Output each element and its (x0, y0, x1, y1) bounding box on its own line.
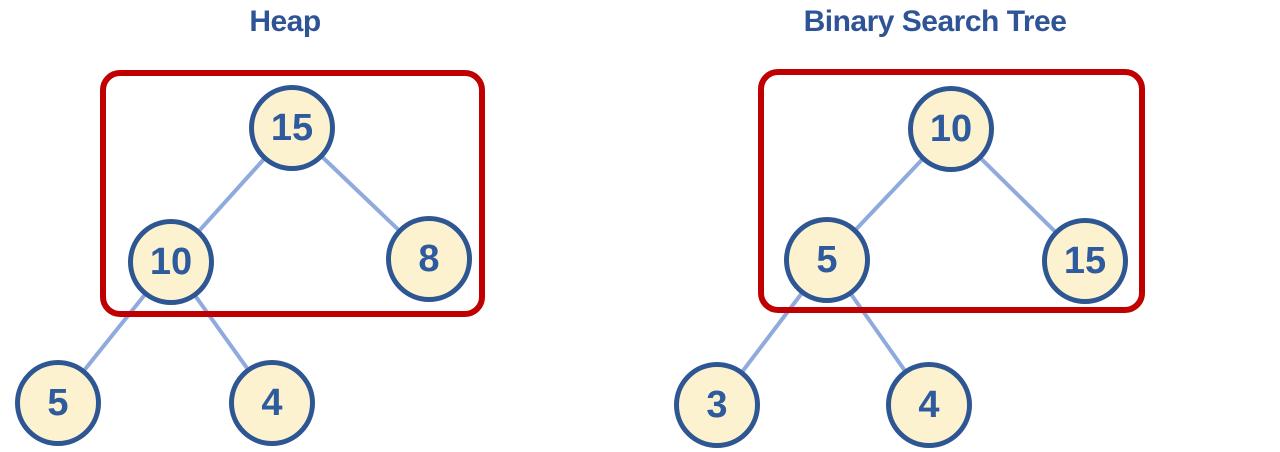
heap-title: Heap (249, 5, 321, 38)
bst-node-left-left: 3 (674, 362, 760, 448)
heap-node-right: 8 (386, 216, 472, 302)
bst-title: Binary Search Tree (803, 5, 1067, 38)
heap-highlight-box (100, 70, 485, 317)
heap-node-root: 15 (249, 85, 335, 171)
bst-node-left: 5 (784, 217, 870, 303)
bst-node-right: 15 (1042, 218, 1128, 304)
bst-node-left-right: 4 (886, 362, 972, 448)
heap-node-left-right: 4 (229, 360, 315, 446)
heap-node-left-left: 5 (15, 360, 101, 446)
bst-node-root: 10 (908, 86, 994, 172)
heap-node-left: 10 (128, 219, 214, 305)
bst-highlight-box (758, 69, 1145, 313)
